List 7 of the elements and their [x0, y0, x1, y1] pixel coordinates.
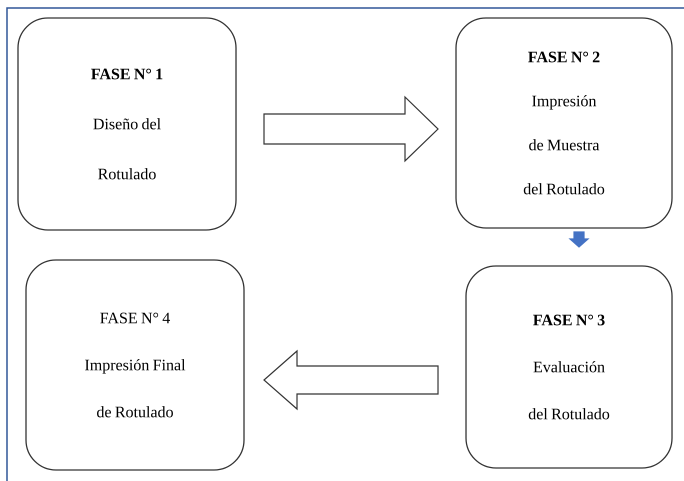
phase-box: FASE N° 4 Impresión Final de Rotulado: [25, 259, 245, 471]
phase-box: FASE N° 3 Evaluación del Rotulado: [465, 265, 673, 469]
block-arrow: [568, 231, 590, 248]
block-arrow: [263, 96, 439, 162]
block-arrow: [263, 350, 439, 410]
phase-box: FASE N° 1 Diseño del Rotulado: [17, 17, 237, 231]
phase-box: FASE N° 2 Impresión de Muestra del Rotulado: [455, 17, 673, 229]
